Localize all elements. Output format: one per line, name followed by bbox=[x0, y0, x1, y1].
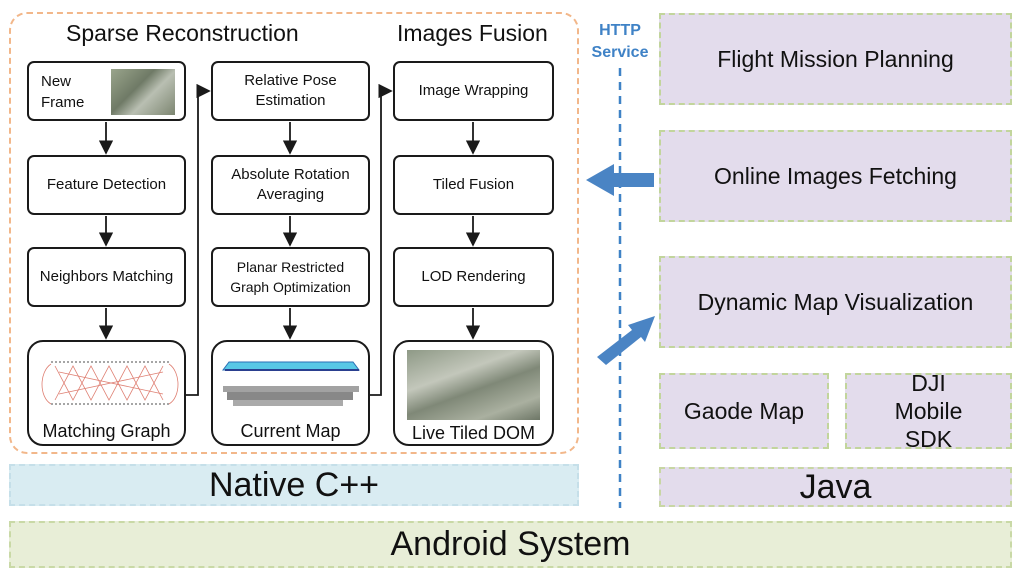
image-wrapping-node: Image Wrapping bbox=[393, 61, 554, 121]
java-layer: Java bbox=[659, 467, 1012, 507]
native-cpp-layer: Native C++ bbox=[9, 464, 579, 506]
planar-restricted-node: Planar Restricted Graph Optimization bbox=[211, 247, 370, 307]
live-tiled-dom-label: Live Tiled DOM bbox=[411, 423, 536, 443]
live-dom-map-image bbox=[407, 350, 540, 420]
http-label-line2: Service bbox=[591, 44, 649, 61]
tiled-fusion-node: Tiled Fusion bbox=[393, 155, 554, 215]
arrow-map-to-wrapping bbox=[370, 83, 393, 396]
matching-graph-illustration bbox=[41, 361, 179, 405]
current-map-illustration bbox=[222, 361, 360, 406]
http-service-label: HTTP Service bbox=[585, 20, 655, 64]
http-label-line1: HTTP bbox=[599, 22, 641, 39]
current-map-node: Current Map bbox=[211, 340, 370, 446]
android-system-layer: Android System bbox=[9, 521, 1012, 568]
flight-mission-planning-box: Flight Mission Planning bbox=[659, 13, 1012, 105]
aerial-photo-thumbnail bbox=[111, 69, 175, 115]
dynamic-map-visualization-box: Dynamic Map Visualization bbox=[659, 256, 1012, 348]
native-cpp-container bbox=[9, 12, 579, 454]
gaode-map-box: Gaode Map bbox=[659, 373, 829, 449]
live-tiled-dom-node: Live Tiled DOM bbox=[393, 340, 554, 446]
online-images-fetching-box: Online Images Fetching bbox=[659, 130, 1012, 222]
sparse-reconstruction-title: Sparse Reconstruction bbox=[66, 20, 299, 46]
absolute-rotation-node: Absolute Rotation Averaging bbox=[211, 155, 370, 215]
matching-graph-node: Matching Graph bbox=[27, 340, 186, 446]
visualize-arrow-diagonal bbox=[597, 316, 655, 365]
relative-pose-node: Relative Pose Estimation bbox=[211, 61, 370, 121]
matching-graph-label: Matching Graph bbox=[42, 421, 171, 441]
arrow-graph-to-relative-pose bbox=[186, 83, 211, 396]
new-frame-node: New Frame bbox=[27, 61, 186, 121]
neighbors-matching-node: Neighbors Matching bbox=[27, 247, 186, 307]
lod-rendering-node: LOD Rendering bbox=[393, 247, 554, 307]
new-frame-label: New Frame bbox=[41, 73, 85, 111]
feature-detection-node: Feature Detection bbox=[27, 155, 186, 215]
current-map-label: Current Map bbox=[240, 421, 341, 441]
images-fusion-title: Images Fusion bbox=[397, 20, 548, 46]
dji-mobile-sdk-box: DJI Mobile SDK bbox=[845, 370, 1012, 452]
fetch-arrow-left bbox=[586, 164, 654, 196]
